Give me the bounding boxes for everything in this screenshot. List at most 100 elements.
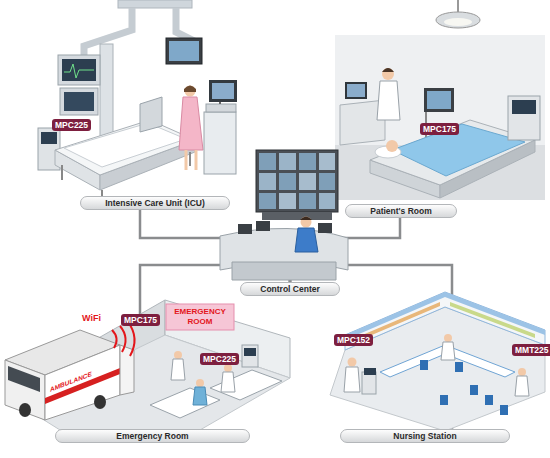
- nursing-station-scene: [485, 395, 493, 405]
- patient-room-scene: [512, 100, 536, 114]
- icu-scene: [212, 83, 234, 99]
- caption-text: Control Center: [260, 284, 320, 294]
- icu-scene: [60, 88, 98, 115]
- emergency-room-scene: [242, 345, 258, 367]
- icu-scene: [184, 86, 196, 93]
- control-center-scene: [299, 193, 316, 209]
- icu-scene: [58, 55, 100, 85]
- location-caption: Intensive Care Unit (ICU): [80, 196, 230, 210]
- patient-room-scene: [335, 0, 545, 200]
- nursing-station-scene: [344, 367, 360, 392]
- emergency-room-scene: [174, 351, 182, 359]
- nursing-station-scene: [470, 385, 478, 395]
- control-center-scene: [256, 150, 338, 212]
- icu-scene: [219, 102, 221, 104]
- control-center-scene: [319, 193, 335, 209]
- nursing-station-scene: [500, 405, 508, 415]
- emergency-room-scene: [224, 364, 232, 372]
- icu-scene: [38, 0, 237, 196]
- icu-scene: [176, 8, 196, 42]
- nursing-station-scene: [441, 342, 455, 360]
- nursing-station-scene: [330, 292, 545, 431]
- icu-scene: [61, 165, 63, 180]
- emergency-room-scene: [45, 368, 120, 404]
- model-tag: MPC225: [52, 119, 91, 131]
- emergency-room-scene: [112, 330, 117, 348]
- model-tag: MPC175: [121, 314, 160, 326]
- control-center-scene: [295, 228, 318, 252]
- control-center-scene: [279, 153, 296, 170]
- emergency-room-scene: [244, 348, 256, 356]
- model-tag: MMT225: [512, 344, 550, 356]
- patient-room-scene: [436, 12, 480, 28]
- icu-scene: [185, 150, 188, 170]
- icu-scene: [41, 132, 57, 144]
- location-caption: Emergency Room: [55, 429, 250, 443]
- nursing-station-scene: [362, 372, 376, 394]
- emergency-room-scene: [196, 379, 204, 387]
- control-center-scene: [299, 153, 316, 170]
- patient-room-scene: [335, 35, 545, 145]
- emergency-room-scene: [5, 300, 290, 430]
- control-center-scene: [238, 224, 252, 234]
- location-caption: Patient's Room: [345, 204, 457, 218]
- location-caption: Control Center: [240, 282, 340, 296]
- emergency-room-scene: [120, 326, 126, 352]
- emergency-room-scene: [8, 366, 40, 392]
- model-tag: MPC225: [200, 353, 239, 365]
- control-center-scene: [232, 262, 336, 280]
- caption-text: Intensive Care Unit (ICU): [105, 198, 205, 208]
- nursing-station-scene: [518, 368, 526, 376]
- emergency-room-scene: [150, 388, 220, 418]
- emergency-room-scene: [166, 304, 234, 330]
- control-center-scene: [256, 221, 270, 231]
- icu-scene: [64, 92, 94, 111]
- control-center-scene: [300, 217, 312, 221]
- control-center-scene: [318, 223, 332, 233]
- nursing-station-scene: [450, 302, 535, 338]
- emergency-room-scene: [128, 322, 135, 356]
- emergency-room-scene: [171, 359, 185, 380]
- room-sign: EMERGENCY ROOM: [168, 307, 232, 327]
- icu-scene: [100, 44, 113, 136]
- icu-scene: [209, 80, 237, 102]
- icu-scene: [179, 97, 203, 150]
- control-center-scene: [319, 153, 335, 170]
- emergency-room-scene: [19, 403, 31, 417]
- caption-text: Emergency Room: [116, 431, 188, 441]
- patient-room-scene: [377, 81, 400, 120]
- control-center-scene: [259, 193, 276, 209]
- icu-scene: [140, 97, 162, 132]
- icu-scene: [166, 38, 202, 64]
- icu-scene: [204, 112, 236, 174]
- icu-scene: [206, 104, 236, 112]
- patient-room-scene: [427, 91, 451, 109]
- emergency-room-scene: [221, 372, 235, 392]
- icu-scene: [118, 0, 192, 8]
- patient-room-scene: [424, 88, 454, 112]
- control-center-scene: [279, 173, 296, 190]
- nursing-station-scene: [345, 292, 545, 350]
- icu-scene: [195, 150, 198, 170]
- nursing-station-scene: [348, 358, 357, 367]
- emergency-room-scene: [5, 360, 45, 420]
- wifi-label: WiFi: [82, 313, 101, 323]
- nursing-station-scene: [455, 362, 463, 372]
- icu-scene: [189, 152, 191, 166]
- nursing-station-scene: [345, 292, 445, 340]
- control-center-scene: [259, 153, 276, 170]
- icu-scene: [62, 59, 96, 81]
- emergency-room-scene: [210, 370, 282, 400]
- control-center-scene: [301, 217, 312, 228]
- control-center-scene: [299, 173, 316, 190]
- nursing-station-scene: [420, 360, 428, 370]
- control-center-scene: [262, 212, 332, 220]
- caption-text: Nursing Station: [393, 431, 456, 441]
- emergency-room-scene: [94, 395, 106, 409]
- model-tag: MPC175: [420, 123, 459, 135]
- control-center-scene: [220, 150, 348, 280]
